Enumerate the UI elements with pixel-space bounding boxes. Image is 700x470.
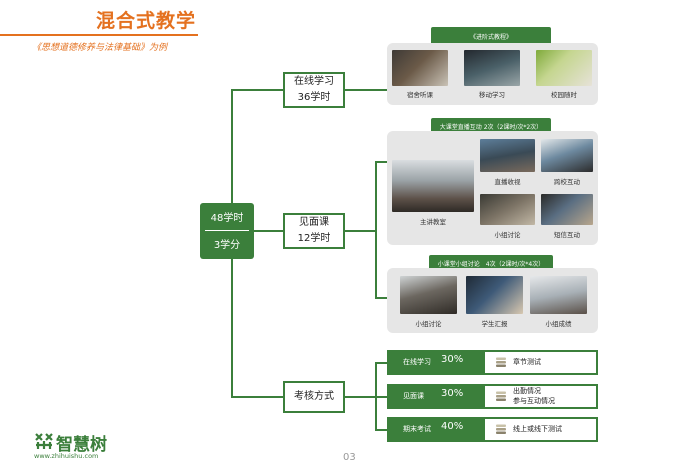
connector-assess xyxy=(231,396,283,398)
photo-cross-school xyxy=(541,139,593,172)
photo-caption: 短信互动 xyxy=(554,231,580,239)
photo-caption: 直播收视 xyxy=(494,178,521,186)
photo-campus xyxy=(536,50,592,86)
face-class-hours: 12学时 xyxy=(297,233,331,244)
assessment-text: 出勤情况 参与互动情况 xyxy=(513,386,555,406)
photo-caption: 跨校互动 xyxy=(554,178,580,186)
assessment-percent: 40% xyxy=(441,421,464,432)
connector-small xyxy=(375,297,387,299)
assessment-percent: 30% xyxy=(441,388,464,399)
photo-sms xyxy=(541,194,593,225)
page-number: 03 xyxy=(343,452,356,463)
connector-online-panel xyxy=(345,89,387,91)
assessment-text-line: 出勤情况 xyxy=(513,387,541,395)
photo-dorm xyxy=(392,50,448,86)
assessment-name: 期末考试 xyxy=(403,425,431,433)
logo-text: 智慧树 xyxy=(56,435,107,455)
assessment-box: 考核方式 xyxy=(283,381,345,413)
logo-url: www.zhihuishu.com xyxy=(34,452,99,460)
photo-caption: 小组讨论 xyxy=(494,231,521,239)
assessment-text-line: 参与互动情况 xyxy=(513,397,555,405)
assessment-row-label: 在线学习 30% xyxy=(389,352,485,373)
page-title: 混合式教学 xyxy=(96,10,197,32)
photo-caption: 宿舍听课 xyxy=(407,91,433,99)
page-subtitle: 《思想道德修养与法律基础》为例 xyxy=(32,43,168,53)
photo-group-score xyxy=(530,276,587,314)
online-study-box: 在线学习 36学时 xyxy=(283,72,345,108)
photo-caption: 小组成绩 xyxy=(545,320,572,328)
connector-assess-2 xyxy=(375,396,387,398)
assessment-text: 线上或线下测试 xyxy=(513,425,562,433)
connector-online xyxy=(231,89,283,91)
connector-assess-1 xyxy=(375,362,387,364)
total-credits: 3学分 xyxy=(213,240,241,251)
connector-face xyxy=(254,230,283,232)
assessment-name: 见面课 xyxy=(403,392,424,400)
online-study-label: 在线学习 xyxy=(294,76,334,87)
small-panel-tag: 小课堂小组讨论 4次（2课时/次*4次） xyxy=(429,255,553,271)
assessment-row: 期末考试 40% 线上或线下测试 xyxy=(387,417,598,442)
assessment-row: 见面课 30% 出勤情况 参与互动情况 xyxy=(387,384,598,409)
connector-face-mid xyxy=(345,230,376,232)
connector-face-trunk xyxy=(375,161,377,298)
assessment-row-label: 期末考试 40% xyxy=(389,419,485,440)
photo-caption: 主讲教室 xyxy=(420,218,446,226)
assessment-text: 章节测试 xyxy=(513,358,541,366)
photo-live-broadcast xyxy=(480,139,535,172)
photo-caption: 校园随时 xyxy=(551,91,577,99)
photo-caption: 小组讨论 xyxy=(415,320,442,328)
total-hours: 48学时 xyxy=(210,213,244,224)
live-panel-tag: 大课堂直播互动 2次（2课时/次*2次） xyxy=(431,118,551,134)
face-class-label: 见面课 xyxy=(299,217,329,228)
photo-group-discussion xyxy=(480,194,535,225)
connector-assess-3 xyxy=(375,429,387,431)
photo-caption: 学生汇报 xyxy=(481,320,508,328)
photo-small-discussion xyxy=(400,276,457,314)
online-study-hours: 36学时 xyxy=(297,92,331,103)
assessment-percent: 30% xyxy=(441,354,464,365)
assessment-row: 在线学习 30% 章节测试 xyxy=(387,350,598,375)
stack-icon xyxy=(496,357,506,367)
logo-icon xyxy=(35,433,53,449)
connector-assess-mid xyxy=(345,396,376,398)
connector-live xyxy=(375,161,387,163)
assessment-name: 在线学习 xyxy=(403,358,431,366)
photo-main-classroom xyxy=(392,160,474,212)
assessment-row-label: 见面课 30% xyxy=(389,386,485,407)
photo-caption: 移动学习 xyxy=(479,91,505,99)
online-panel-tag: 《进阶式教程》 xyxy=(431,27,551,46)
title-underline xyxy=(0,34,198,36)
total-hours-box: 48学时 3学分 xyxy=(200,203,254,259)
stack-icon xyxy=(496,424,506,434)
photo-student-report xyxy=(466,276,523,314)
total-divider xyxy=(205,230,249,231)
photo-mobile xyxy=(464,50,520,86)
assessment-label: 考核方式 xyxy=(294,391,334,402)
stack-icon xyxy=(496,391,506,401)
face-class-box: 见面课 12学时 xyxy=(283,213,345,249)
